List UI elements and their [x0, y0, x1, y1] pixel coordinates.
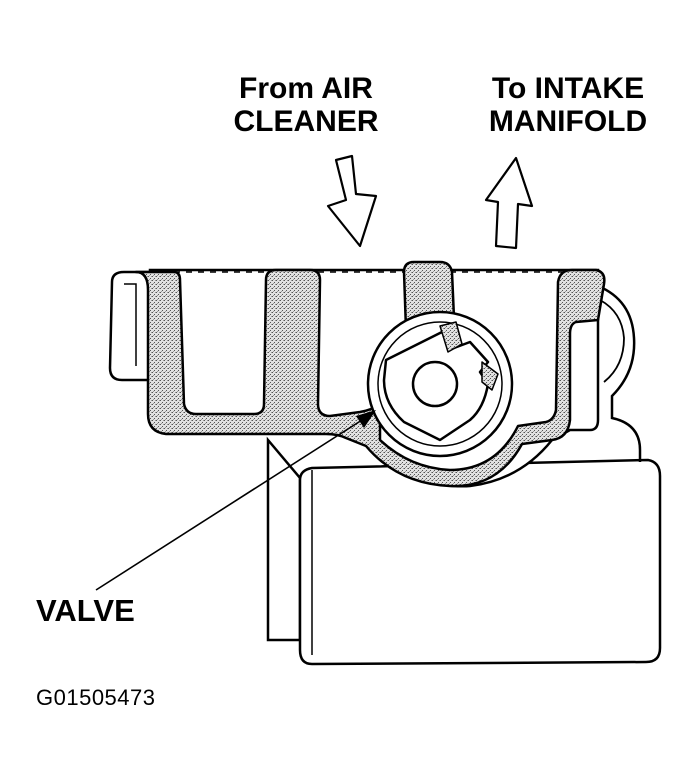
housing-right	[597, 284, 642, 462]
throttle-shaft	[411, 360, 459, 408]
valve-leader	[95, 410, 376, 591]
label-to-intake-manifold: To INTAKE MANIFOLD	[470, 72, 666, 138]
throttle-valve	[382, 321, 499, 442]
housing-left-tab	[108, 270, 152, 382]
label-from-line2: CLEANER	[233, 105, 379, 138]
label-from-line1: From AIR	[239, 72, 373, 105]
label-valve: VALVE	[36, 593, 135, 628]
figure-code: G01505473	[36, 685, 156, 710]
label-to-line1: To INTAKE	[491, 72, 645, 105]
housing-lower	[266, 436, 662, 666]
label-to-line2: MANIFOLD	[488, 105, 648, 138]
air-inlet-arrow	[326, 154, 378, 248]
label-from-air-cleaner: From AIR CLEANER	[216, 72, 396, 138]
air-outlet-arrow	[484, 156, 534, 250]
